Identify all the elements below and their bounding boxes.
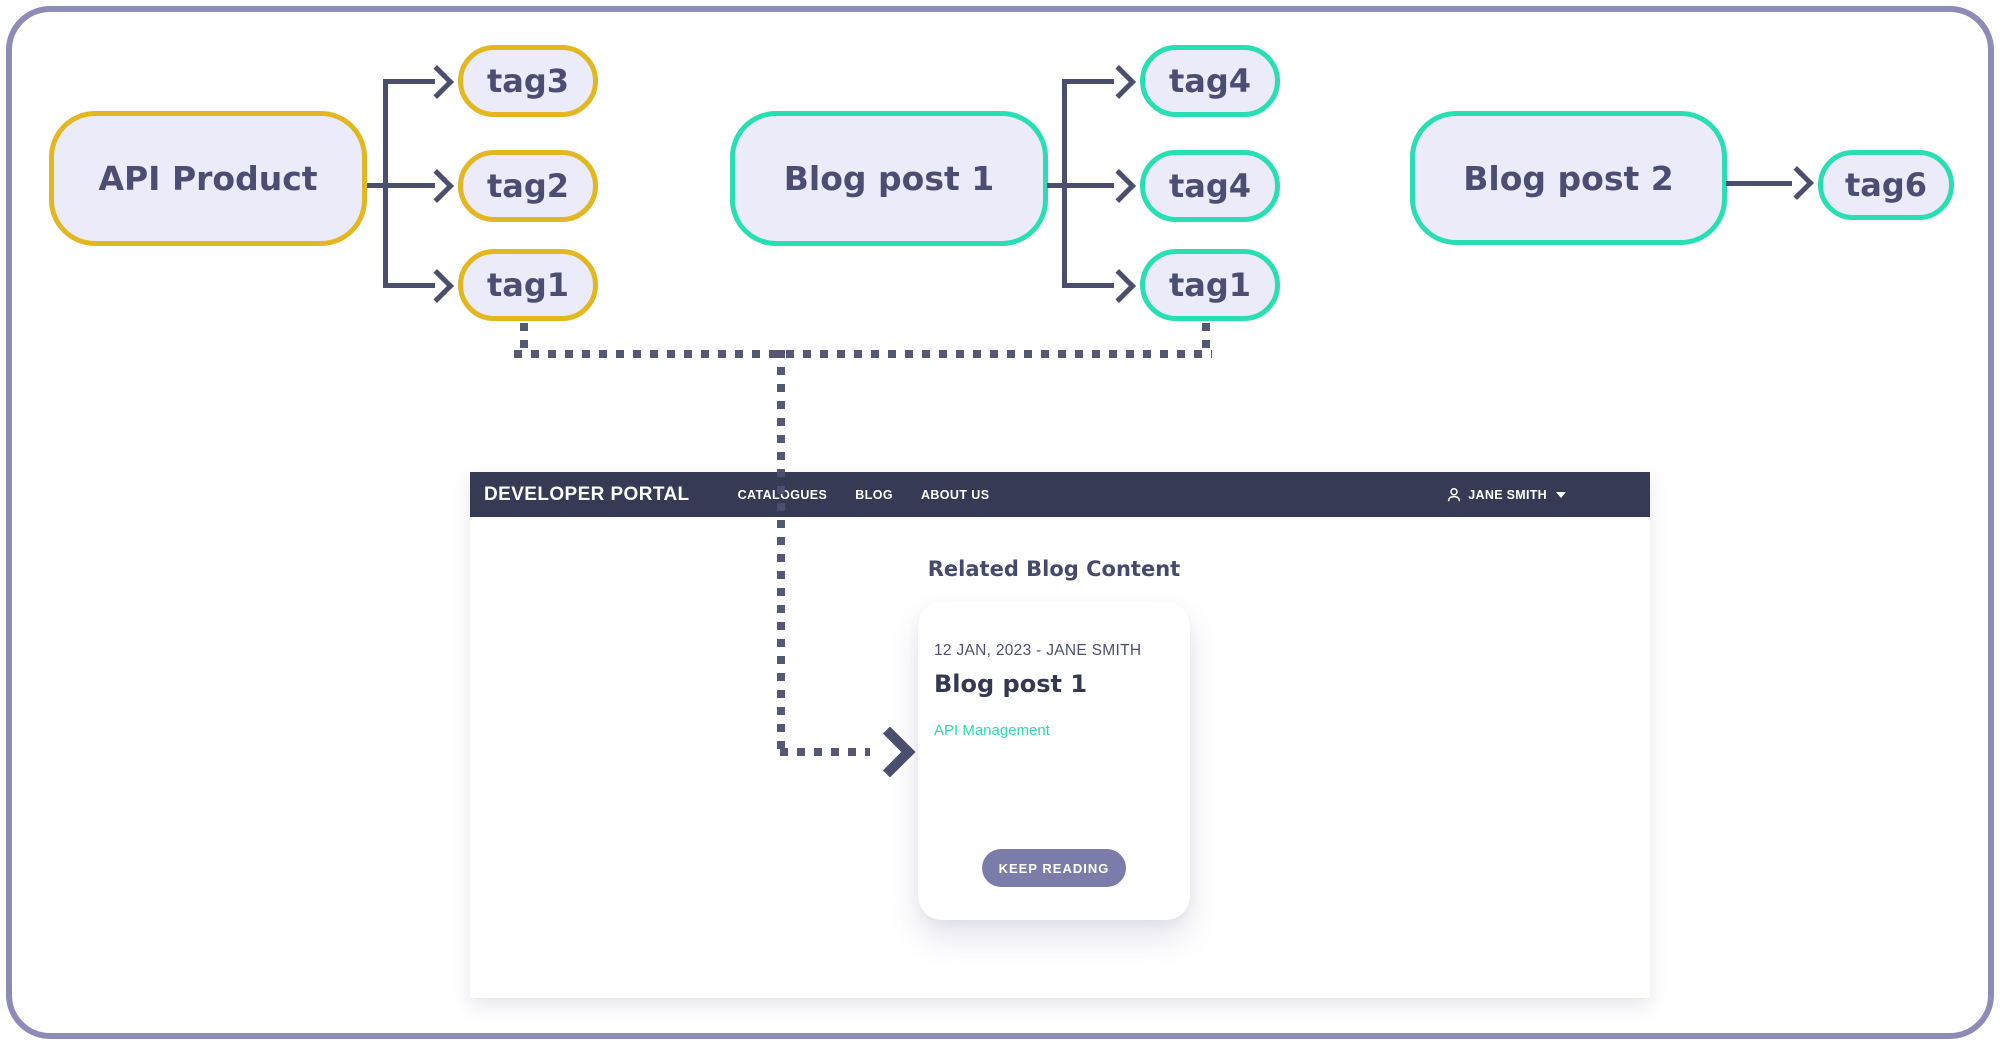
- dotted-flow-stub-right: [1202, 323, 1210, 353]
- blog-card-meta: 12 JAN, 2023 - JANE SMITH: [934, 642, 1142, 659]
- blog-card: 12 JAN, 2023 - JANE SMITH Blog post 1 AP…: [918, 602, 1190, 920]
- tag-pill-tag4-top-label: tag4: [1168, 62, 1252, 100]
- connector-stub-tag4-top: [1062, 79, 1114, 84]
- connector-stub-tag1-right: [1062, 283, 1114, 288]
- nav-item-about-us[interactable]: ABOUT US: [920, 487, 990, 502]
- connector-stub-tag4-mid: [1047, 183, 1114, 188]
- dotted-flow-stub-left: [520, 323, 528, 353]
- user-menu[interactable]: JANE SMITH: [1446, 472, 1566, 517]
- tag-pill-tag4-mid: tag4: [1140, 150, 1280, 222]
- tag-pill-tag6: tag6: [1818, 150, 1954, 220]
- node-api-product-label: API Product: [98, 159, 318, 198]
- dotted-flow-into-card: [780, 748, 870, 756]
- nav-item-blog[interactable]: BLOG: [855, 487, 893, 502]
- node-blog-post-1: Blog post 1: [730, 111, 1048, 246]
- tag-pill-tag3-label: tag3: [486, 62, 570, 100]
- connector-stub-tag2: [367, 183, 435, 188]
- user-name: JANE SMITH: [1468, 487, 1547, 502]
- section-title: Related Blog Content: [927, 557, 1181, 581]
- tag-pill-tag2: tag2: [458, 150, 598, 222]
- portal-nav: CATALOGUES BLOG ABOUT US: [738, 488, 990, 502]
- node-blog-post-2-label: Blog post 2: [1463, 158, 1674, 198]
- portal-header: DEVELOPER PORTAL CATALOGUES BLOG ABOUT U…: [470, 472, 1650, 517]
- tag-pill-tag1-left-label: tag1: [486, 266, 570, 304]
- tag-pill-tag1-left: tag1: [458, 249, 598, 321]
- blog-card-tag-link[interactable]: API Management: [934, 722, 1050, 739]
- dotted-flow-vertical: [777, 350, 785, 754]
- tag-pill-tag3: tag3: [458, 45, 598, 117]
- tag-pill-tag2-label: tag2: [486, 167, 570, 205]
- keep-reading-button[interactable]: KEEP READING: [982, 849, 1126, 887]
- connector-blog2-tag6: [1726, 181, 1792, 186]
- dotted-flow-horizontal: [514, 350, 1212, 358]
- blog-card-title: Blog post 1: [934, 670, 1088, 698]
- tag-pill-tag1-right-label: tag1: [1168, 266, 1252, 304]
- tag-pill-tag4-mid-label: tag4: [1168, 167, 1252, 205]
- node-blog-post-2: Blog post 2: [1410, 111, 1727, 245]
- tag-pill-tag4-top: tag4: [1140, 45, 1280, 117]
- connector-stub-tag3: [383, 79, 435, 84]
- connector-stub-tag1-left: [383, 283, 435, 288]
- tag-pill-tag1-right: tag1: [1140, 249, 1280, 321]
- portal-brand: DEVELOPER PORTAL: [484, 483, 690, 505]
- chevron-down-icon: [1556, 491, 1566, 498]
- user-icon: [1448, 487, 1461, 501]
- node-api-product: API Product: [49, 111, 367, 246]
- tag-pill-tag6-label: tag6: [1844, 166, 1928, 204]
- node-blog-post-1-label: Blog post 1: [783, 159, 995, 198]
